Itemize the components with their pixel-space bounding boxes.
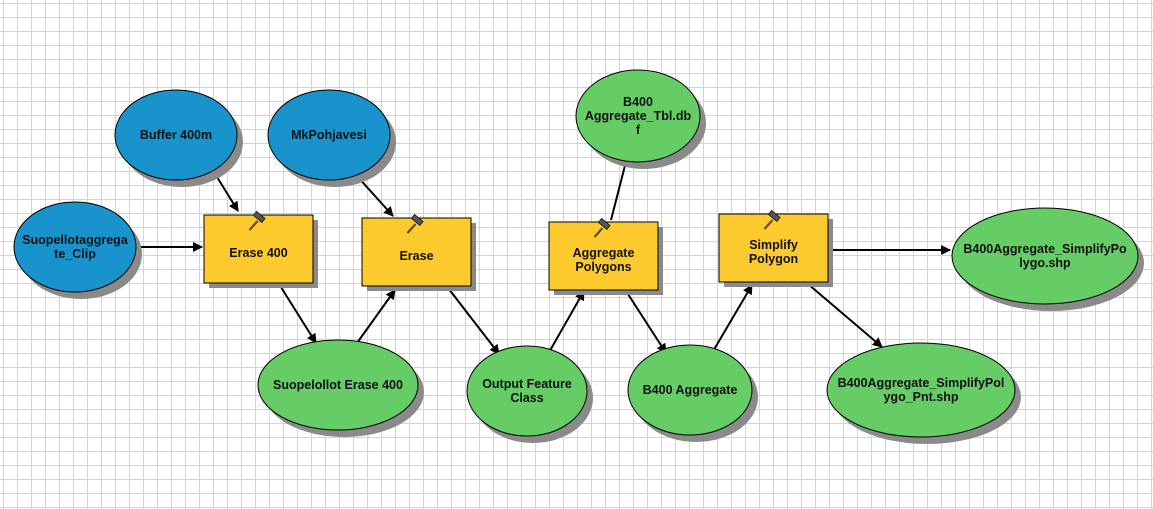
node-mkpohjavesi[interactable]: MkPohjavesi — [267, 89, 396, 187]
tool-box — [203, 214, 314, 284]
node-label-line: Suopelollot Erase 400 — [273, 378, 403, 392]
hammer-icon — [763, 209, 781, 230]
node-label-line: f — [636, 123, 641, 137]
node-label-line: ygo_Pnt.shp — [883, 390, 958, 404]
input-data-ellipse — [13, 201, 137, 293]
derived-data-ellipse — [466, 345, 588, 437]
node-label-line: Output Feature — [482, 377, 572, 391]
connector-b400_aggregate-to-simplify_polygon[interactable] — [711, 284, 753, 354]
node-label-line: B400Aggregate_SimplifyPol — [838, 376, 1005, 390]
node-label-line: Simplify — [749, 238, 798, 252]
derived-data-ellipse — [951, 207, 1139, 305]
node-label-line: B400 Aggregate — [643, 383, 738, 397]
node-label-line: te_Clip — [54, 247, 96, 261]
connector-output_feature_class-to-aggregate_polygons[interactable] — [547, 290, 585, 355]
node-buffer[interactable]: Buffer 400m — [114, 89, 243, 187]
hammer-icon — [406, 213, 424, 234]
node-label-line: Suopellotaggrega — [22, 233, 129, 247]
derived-data-ellipse — [257, 339, 419, 431]
node-label-line: Erase — [399, 249, 433, 263]
derived-data-ellipse — [627, 344, 753, 436]
derived-data-ellipse — [826, 342, 1016, 438]
tool-box — [718, 213, 829, 283]
node-label-line: B400 — [623, 95, 653, 109]
connections-layer — [137, 142, 951, 355]
node-suopelollot-erase400[interactable]: Suopelollot Erase 400 — [257, 339, 424, 437]
node-label-line: MkPohjavesi — [291, 128, 367, 142]
connector-erase400-to-suopelollot_erase400[interactable] — [278, 283, 317, 344]
hammer-icon — [593, 217, 611, 238]
node-label-line: Aggregate — [573, 246, 635, 260]
node-label-line: lygo.shp — [1019, 256, 1071, 270]
node-label-line: Polygon — [749, 252, 798, 266]
node-label-line: Polygons — [575, 260, 631, 274]
node-label-line: Aggregate_Tbl.db — [585, 109, 692, 123]
connector-suopelollot_erase400-to-erase[interactable] — [356, 289, 396, 344]
derived-data-ellipse — [575, 69, 701, 163]
node-label-line: B400Aggregate_SimplifyPo — [963, 242, 1127, 256]
tool-box — [548, 221, 659, 291]
node-b400-aggregate[interactable]: B400 Aggregate — [627, 344, 758, 442]
node-label-line: Buffer 400m — [140, 128, 212, 142]
node-b400-aggregate-tbl[interactable]: B400Aggregate_Tbl.dbf — [575, 69, 706, 169]
node-erase400[interactable]: Erase 400 — [203, 210, 318, 288]
input-data-ellipse — [267, 89, 391, 181]
connector-erase-to-output_feature_class[interactable] — [444, 283, 500, 355]
hammer-icon — [248, 210, 266, 231]
node-erase[interactable]: Erase — [361, 213, 476, 291]
nodes-layer: Buffer 400m MkPohjavesiSuopellotaggregate… — [13, 69, 1144, 444]
connector-aggregate_polygons-to-b400_aggregate[interactable] — [625, 290, 667, 354]
connector-simplify_polygon-to-b400_simplify_pnt[interactable] — [807, 283, 883, 348]
tool-box — [361, 217, 472, 287]
input-data-ellipse — [114, 89, 238, 181]
node-label-line: Erase 400 — [229, 246, 287, 260]
node-label-line: Class — [510, 391, 543, 405]
